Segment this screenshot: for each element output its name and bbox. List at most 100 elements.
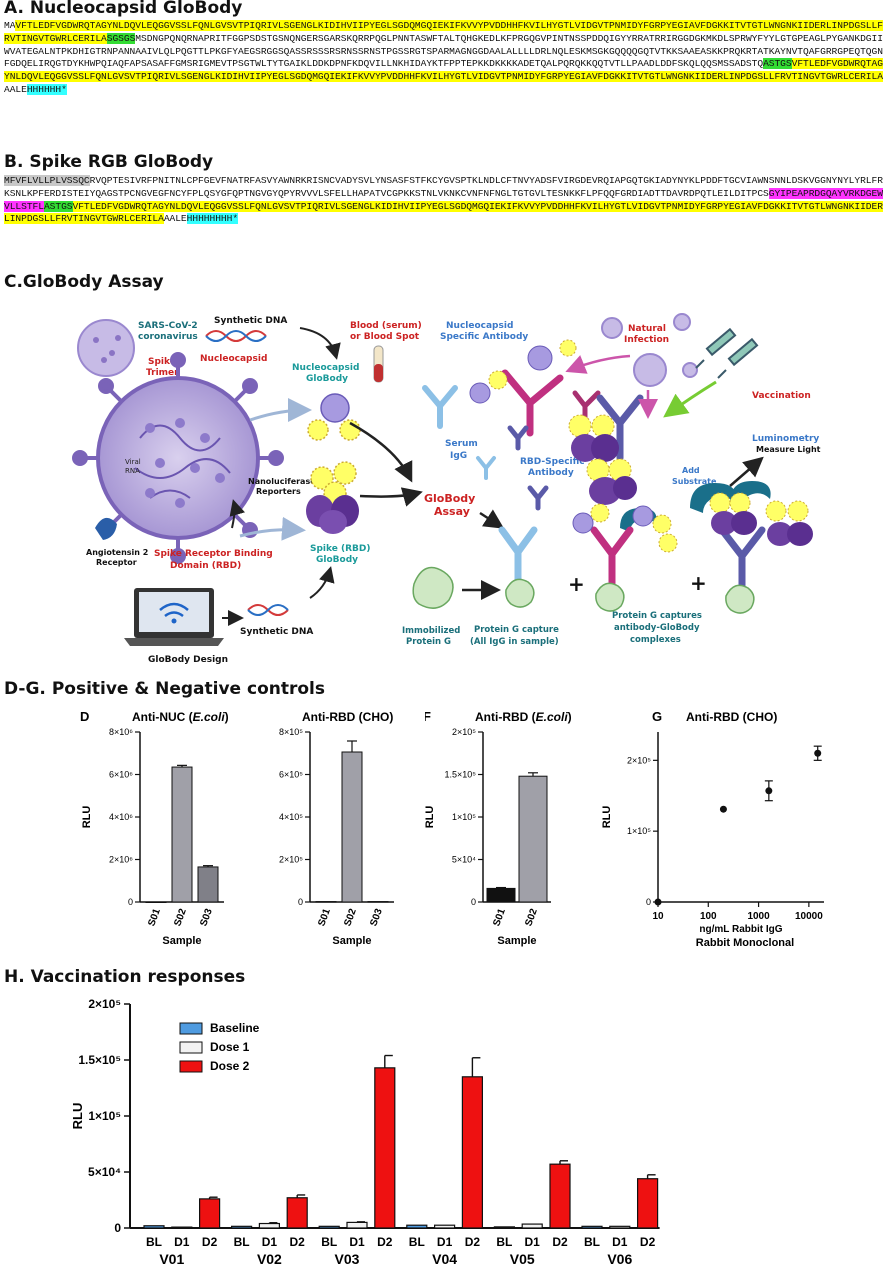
- bar: [461, 1076, 483, 1229]
- legend-label: Dose 2: [210, 1059, 250, 1073]
- bar: [145, 901, 167, 903]
- data-point: [765, 787, 773, 795]
- x-axis-label: Sample: [162, 935, 201, 947]
- y-tick-label: 2×10⁵: [279, 855, 303, 865]
- legend-label: Baseline: [210, 1021, 260, 1035]
- bar: [581, 1225, 603, 1229]
- data-point: [719, 805, 727, 813]
- x-tick-label: S02: [342, 907, 359, 928]
- serum-label-1: Serum: [445, 439, 478, 449]
- x-tick-label: S02: [523, 907, 540, 928]
- ace2-label-2: Receptor: [96, 558, 137, 567]
- spike-sequence: MFVFLVLLPLVSSQCRVQPTESIVRFPNITNLCPFGEVFN…: [4, 175, 884, 226]
- y-tick-label: 6×10⁶: [109, 770, 133, 780]
- y-axis-label: RLU: [70, 1103, 85, 1130]
- bar: [315, 901, 337, 903]
- y-tick-label: 0: [128, 897, 133, 907]
- nglobody-label-2: GloBody: [306, 374, 348, 384]
- plus-icon-2: +: [690, 571, 707, 595]
- y-tick-label: 1×10⁵: [88, 1109, 121, 1123]
- y-tick-label: 0: [298, 897, 303, 907]
- blood-tube-icon: [373, 345, 384, 383]
- y-tick-label: 1.5×10⁵: [444, 770, 476, 780]
- bar: [197, 866, 219, 903]
- bar: [171, 1226, 193, 1229]
- x-axis-label: Sample: [497, 935, 536, 947]
- y-tick-label: 0: [471, 897, 476, 907]
- y-tick-label: 8×10⁵: [279, 727, 303, 737]
- y-axis-label: RLU: [425, 806, 436, 829]
- x-tick-label: BL: [409, 1235, 425, 1249]
- y-axis-label: RLU: [262, 806, 263, 829]
- x-tick-label: 10000: [795, 911, 823, 922]
- nucleocapsid-globody-icon: [307, 393, 361, 441]
- rbd-ab-label-2: Antibody: [528, 468, 574, 478]
- bar: [549, 1163, 571, 1229]
- spike-label-1: Spike: [148, 357, 176, 367]
- x-tick-label: BL: [234, 1235, 250, 1249]
- y-axis-label: RLU: [81, 806, 93, 829]
- nanoluc-label-1: Nanoluciferase: [248, 477, 316, 486]
- nsa-label-2: Specific Antibody: [440, 332, 528, 342]
- vaccination-label: Vaccination: [752, 391, 811, 401]
- x-tick-label: S03: [368, 907, 385, 928]
- globody-assay-label-2: Assay: [434, 505, 470, 518]
- sequence-segment: ASTGS: [763, 58, 792, 70]
- bar: [367, 901, 389, 903]
- x-tick-label: D2: [377, 1235, 393, 1249]
- bar: [486, 887, 516, 903]
- immobilized-label-2: Protein G: [406, 637, 451, 647]
- bar: [346, 1221, 368, 1229]
- x-tick-label: D1: [262, 1235, 278, 1249]
- legend-swatch: [179, 1041, 203, 1054]
- bar: [636, 1178, 659, 1229]
- x-tick-label: BL: [321, 1235, 337, 1249]
- section-dg-title: D-G. Positive & Negative controls: [4, 679, 325, 699]
- y-tick-label: 2×10⁶: [109, 855, 133, 865]
- sequence-segment: MSDNGPQNQRNAPRITFGGPSDSTGSNQNGERSGARSKQR…: [4, 32, 883, 70]
- pg-complex-label-1: Protein G captures: [612, 611, 702, 621]
- panel-letter: D: [80, 709, 89, 724]
- serum-igg-icon: [422, 385, 458, 429]
- globody-assay-label-1: GloBody: [424, 492, 475, 505]
- bar: [521, 1223, 543, 1229]
- sequence-segment: MFVFLVLLPLVSSQC: [4, 175, 90, 186]
- rbd-label-1: Spike Receptor Binding: [154, 549, 273, 559]
- sequence-segment: AALE: [163, 213, 187, 225]
- x-tick-label: D1: [349, 1235, 365, 1249]
- rbd-ab-label-1: RBD-Specific: [520, 457, 585, 467]
- bar: [341, 751, 363, 903]
- y-tick-label: 1×10⁵: [452, 812, 476, 822]
- rbd-label-2: Domain (RBD): [170, 561, 241, 571]
- legend-swatch: [179, 1060, 203, 1073]
- small-virus-icon: [77, 319, 135, 377]
- y-tick-label: 5×10⁴: [88, 1165, 121, 1179]
- pg-capture-label-2: (All IgG in sample): [470, 637, 559, 647]
- protein-g-icon: [412, 566, 454, 609]
- group-label: V06: [607, 1251, 632, 1267]
- bar: [231, 1225, 253, 1229]
- legend-swatch: [179, 1022, 203, 1035]
- x-tick-label: BL: [584, 1235, 600, 1249]
- x-tick-label: S03: [198, 907, 215, 928]
- x-tick-label: S01: [146, 907, 163, 928]
- viral-label-1: Viral: [125, 458, 141, 466]
- ace2-label-1: Angiotensin 2: [86, 548, 148, 557]
- substrate-label-1: Add: [682, 466, 700, 475]
- y-tick-label: 2×10⁵: [452, 727, 476, 737]
- sequence-segment: HHHHHHHH*: [186, 213, 239, 225]
- bar: [143, 1225, 165, 1229]
- y-tick-label: 6×10⁵: [279, 770, 303, 780]
- x-axis-label: Sample: [332, 935, 371, 947]
- chart-title: Anti-RBD (CHO): [686, 710, 777, 724]
- bar: [199, 1198, 221, 1229]
- bar: [286, 1197, 308, 1229]
- y-tick-label: 4×10⁵: [279, 812, 303, 822]
- sequence-segment: ASTGS: [43, 200, 73, 212]
- luminometry-label-2: Measure Light: [756, 445, 821, 454]
- virus-icon: [72, 352, 284, 564]
- x-tick-label: BL: [496, 1235, 512, 1249]
- y-tick-label: 1×10⁵: [627, 826, 651, 836]
- blood-label-2: or Blood Spot: [350, 332, 420, 342]
